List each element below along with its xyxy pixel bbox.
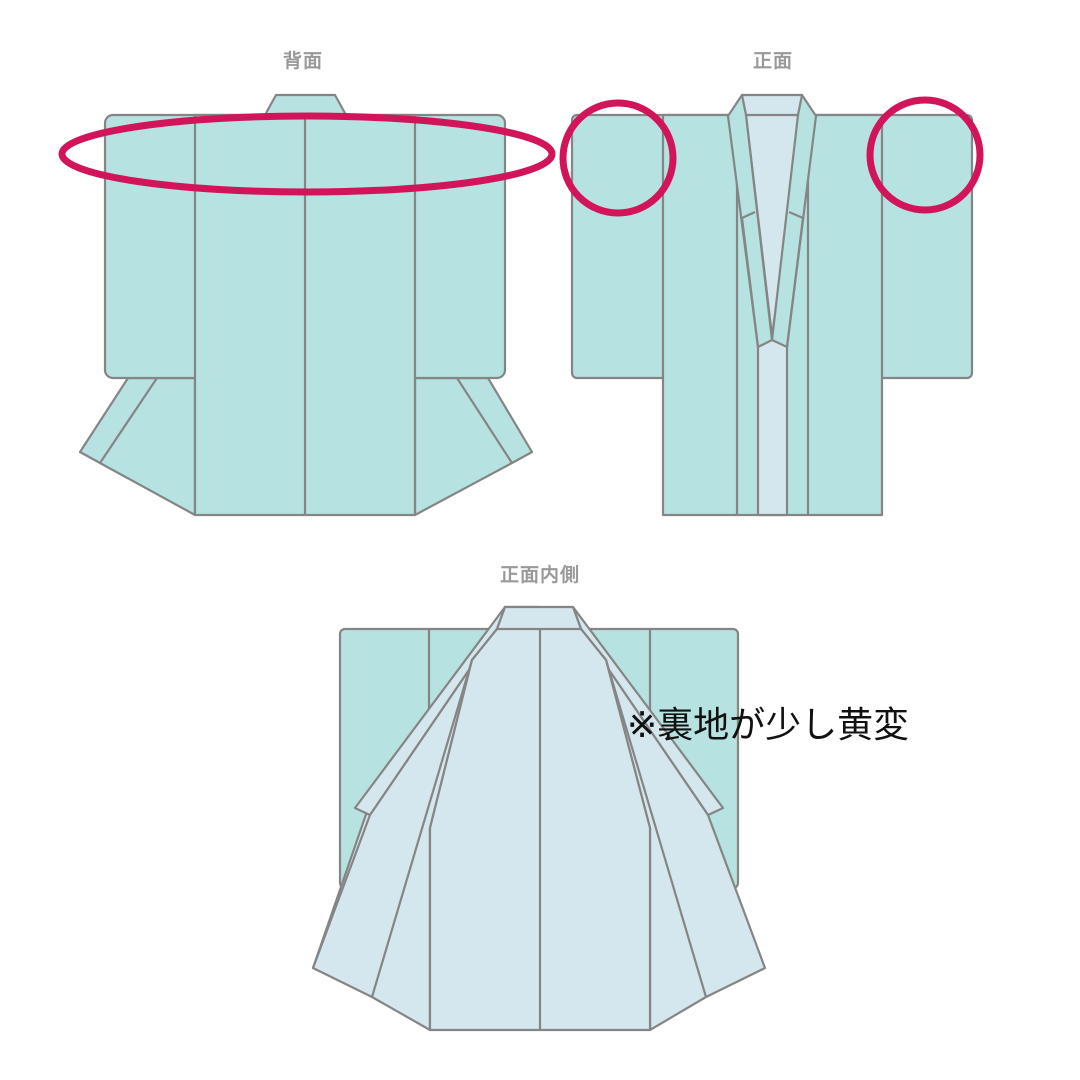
front-collar-right: [770, 93, 818, 349]
front-right-sleeve-highlight: [866, 96, 984, 214]
front-left-sleeve-highlight: [559, 99, 677, 217]
front-view: [559, 93, 984, 517]
back-left-skirt: [78, 376, 197, 517]
back-view: [58, 93, 556, 517]
front-lining-strip: [756, 338, 789, 517]
back-collar: [263, 93, 348, 117]
front-collar-left: [726, 93, 774, 349]
back-view-label: 背面: [282, 50, 324, 72]
lining-yellowing-note: ※裏地が少し黄変: [627, 705, 910, 746]
inside-view-label: 正面内側: [499, 564, 581, 586]
inside-view: [311, 605, 767, 1032]
back-right-skirt: [413, 376, 534, 517]
back-shoulder-highlight: [58, 112, 556, 196]
front-view-label: 正面: [752, 50, 794, 72]
